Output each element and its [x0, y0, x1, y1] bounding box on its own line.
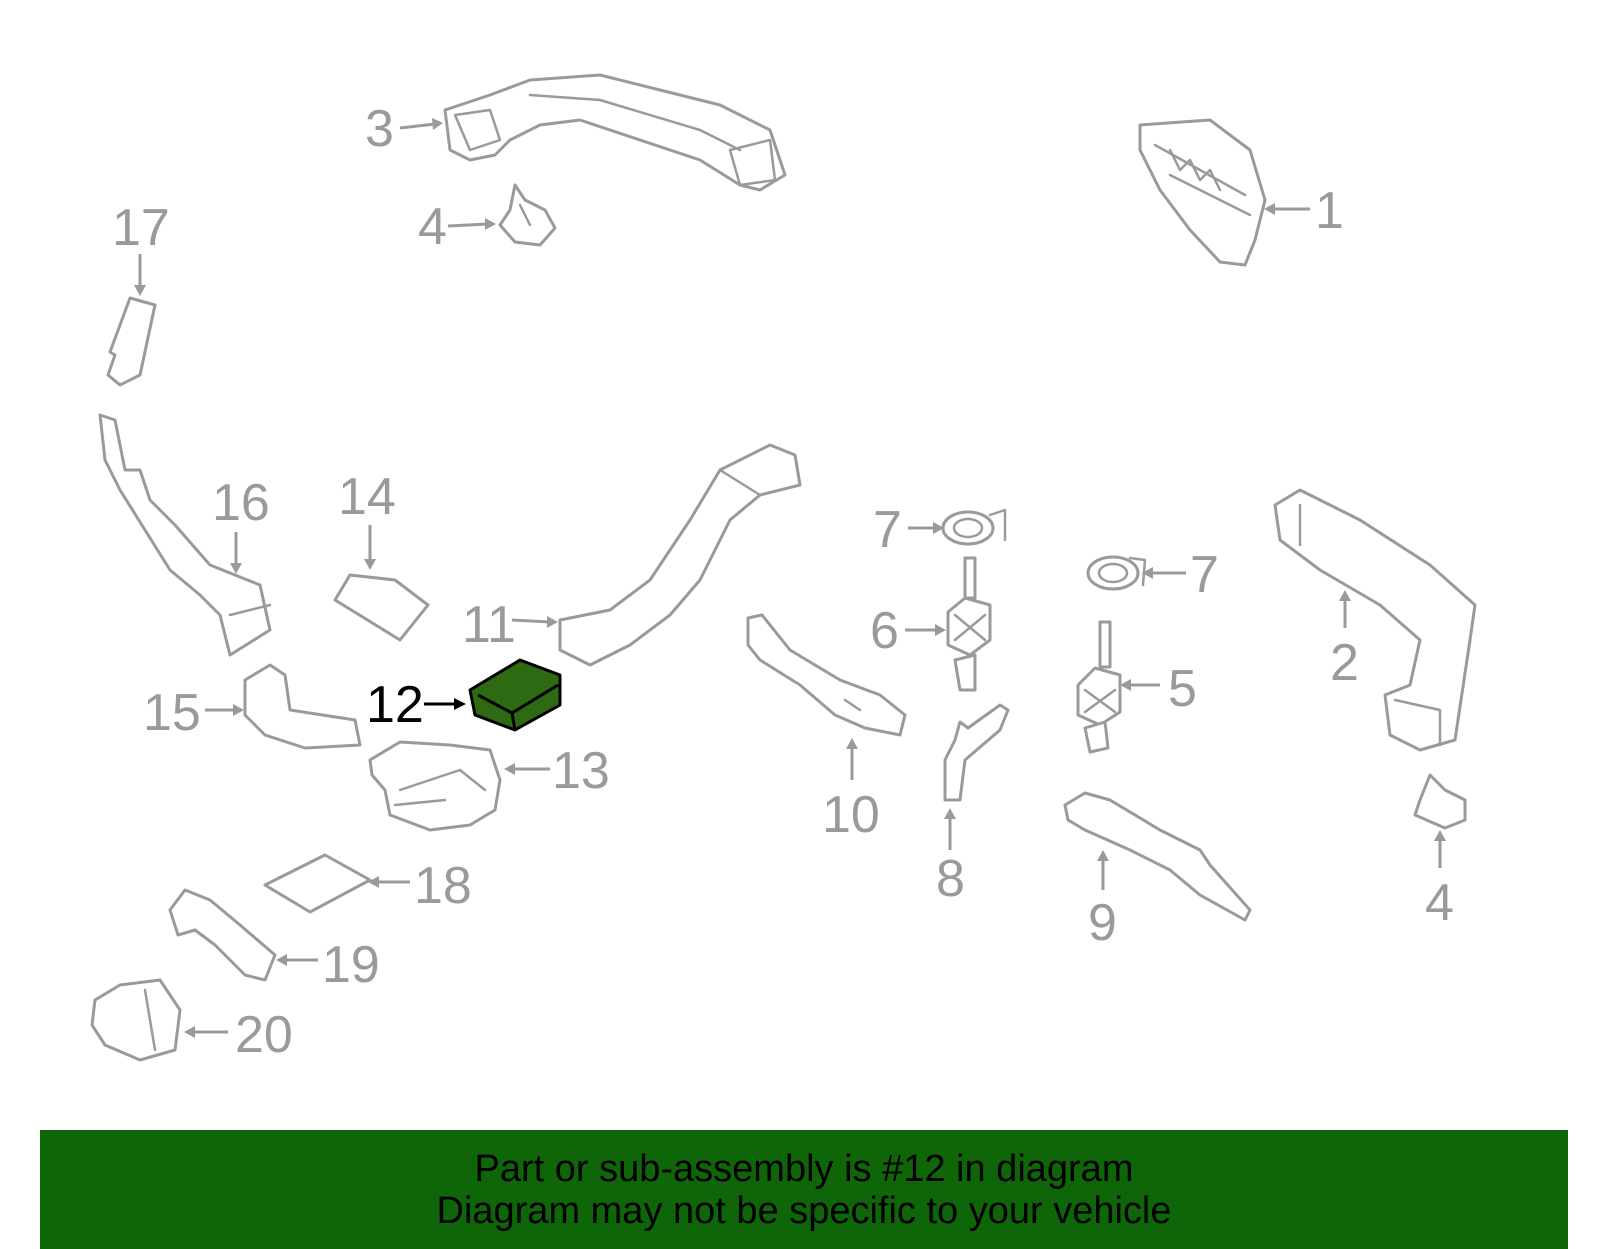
callout-14: 14 — [338, 468, 396, 526]
callout-5: 5 — [1168, 660, 1197, 718]
part-16-left-duct — [98, 413, 272, 657]
callout-17: 17 — [112, 199, 170, 257]
callout-7-left: 7 — [873, 501, 902, 559]
banner-line-1: Part or sub-assembly is #12 in diagram — [474, 1147, 1134, 1190]
leader-arrow-12 — [424, 698, 466, 710]
info-banner: Part or sub-assembly is #12 in diagram D… — [40, 1130, 1568, 1249]
part-17-bracket — [106, 296, 157, 387]
part-2-right-duct — [1273, 488, 1477, 752]
callout-11: 11 — [462, 596, 516, 654]
callout-6: 6 — [870, 602, 899, 660]
part-1-vent — [1138, 118, 1267, 267]
callout-18: 18 — [414, 857, 472, 915]
part-14-pad — [333, 573, 430, 642]
callout-1: 1 — [1315, 182, 1344, 240]
part-11-center-duct — [558, 443, 802, 667]
callout-16: 16 — [212, 474, 270, 532]
callout-7-right: 7 — [1190, 546, 1219, 604]
callout-10: 10 — [822, 786, 880, 844]
callout-4-upper: 4 — [418, 198, 447, 256]
part-15-elbow-duct — [243, 663, 362, 750]
part-4-clip-right — [1413, 773, 1467, 830]
part-10-duct — [746, 613, 907, 737]
part-7-ring-left — [941, 508, 1007, 546]
callout-8: 8 — [936, 850, 965, 908]
callout-13: 13 — [552, 742, 610, 800]
part-20-outlet — [90, 978, 182, 1062]
callout-19: 19 — [322, 936, 380, 994]
part-18-pad — [263, 853, 372, 914]
part-13-distribution-box — [368, 740, 502, 832]
callout-20: 20 — [235, 1006, 293, 1064]
part-4-clip-upper — [498, 183, 557, 247]
leader-arrows — [134, 118, 1446, 1038]
part-6-actuator — [946, 556, 992, 692]
banner-line-2: Diagram may not be specific to your vehi… — [436, 1189, 1172, 1232]
part-8-duct — [943, 703, 1010, 802]
callout-4-right: 4 — [1425, 874, 1454, 932]
parts-diagram: 3 4 1 17 16 14 11 12 15 13 18 19 20 7 7 … — [90, 73, 1477, 1064]
callout-9: 9 — [1088, 894, 1117, 952]
callout-3: 3 — [365, 100, 394, 158]
part-5-actuator — [1076, 620, 1122, 754]
callout-2: 2 — [1330, 634, 1359, 692]
callout-15: 15 — [143, 684, 201, 742]
part-19-duct — [168, 888, 277, 982]
part-3-upper-duct — [443, 73, 787, 192]
part-12-highlighted-duct — [468, 658, 562, 732]
callout-12: 12 — [366, 676, 424, 734]
part-9-duct — [1063, 791, 1252, 922]
part-7-ring-right — [1086, 555, 1147, 591]
